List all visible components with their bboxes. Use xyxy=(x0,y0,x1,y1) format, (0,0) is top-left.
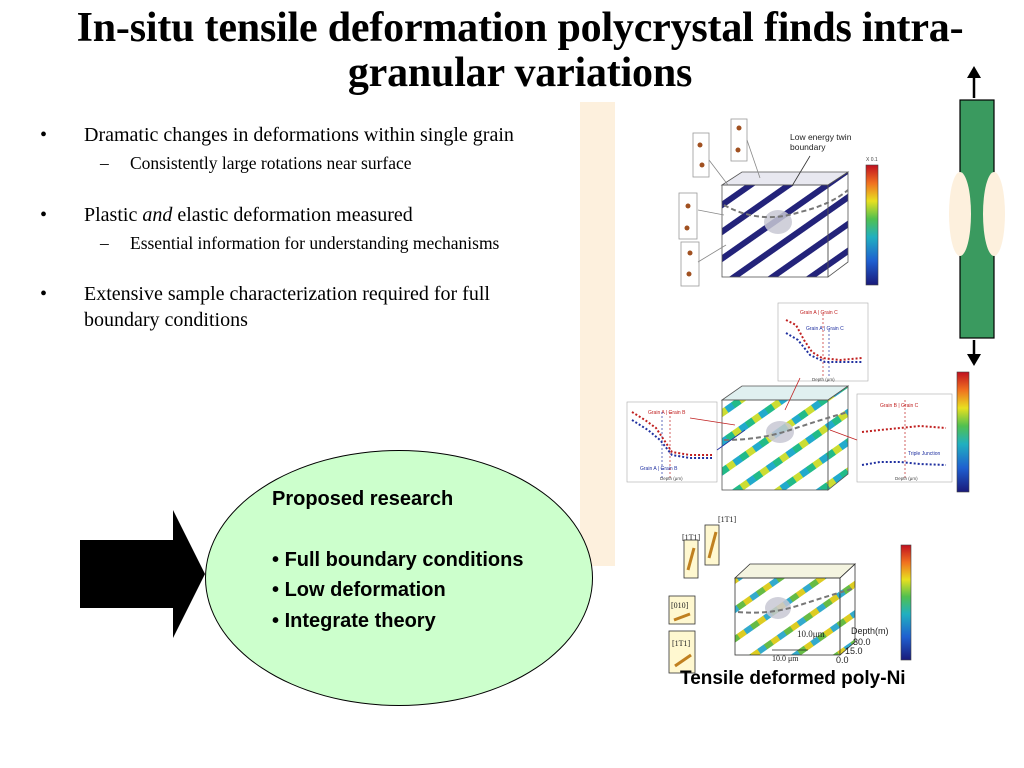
svg-text:Depth (μm): Depth (μm) xyxy=(812,377,835,382)
bullet-text-pre: Plastic xyxy=(84,203,143,226)
slide-title: In-situ tensile deformation polycrystal … xyxy=(76,5,964,97)
spot-inset xyxy=(680,241,700,287)
sub-bullet-item: –Essential information for understanding… xyxy=(100,232,500,253)
tensile-sample-diagram xyxy=(949,66,1005,366)
color-bar xyxy=(956,371,970,493)
pale-vertical-bar xyxy=(580,102,615,566)
svg-text:Depth (μm): Depth (μm) xyxy=(895,476,918,481)
svg-text:[010]: [010] xyxy=(671,601,689,610)
profile-plot-right xyxy=(856,393,953,483)
arrow-up-icon xyxy=(967,66,981,78)
bullet-item: •Extensive sample characterization requi… xyxy=(40,283,490,332)
svg-text:10.0 μm: 10.0 μm xyxy=(772,654,799,663)
bullet-item: •Plastic and elastic deformation measure… xyxy=(40,203,413,226)
profile-plot-left xyxy=(626,401,718,483)
bullet-text: Dramatic changes in deformations within … xyxy=(84,124,514,146)
proposal-item: • Full boundary conditions xyxy=(272,548,524,571)
spot-inset xyxy=(692,132,710,178)
svg-text:Grain A | Grain C: Grain A | Grain C xyxy=(800,310,838,316)
svg-text:[1T1]: [1T1] xyxy=(682,533,701,542)
proposal-ellipse xyxy=(205,450,593,706)
figure-caption: Tensile deformed poly-Ni xyxy=(680,668,906,689)
svg-text:Grain B | Grain C: Grain B | Grain C xyxy=(880,403,919,409)
notch-left xyxy=(949,172,971,256)
svg-text:[1T1]: [1T1] xyxy=(672,639,691,648)
svg-text:Grain A | Grain B: Grain A | Grain B xyxy=(648,410,686,416)
grain-block xyxy=(734,577,841,656)
svg-text:10.0μm: 10.0μm xyxy=(797,629,825,639)
svg-text:Depth(m): Depth(m) xyxy=(851,626,889,636)
bullet-text-post: elastic deformation measured xyxy=(172,203,413,226)
color-bar xyxy=(865,164,879,286)
svg-text:30.0: 30.0 xyxy=(853,637,871,647)
svg-text:0.0: 0.0 xyxy=(836,655,849,665)
spot-inset xyxy=(678,192,698,240)
color-bar xyxy=(900,544,912,661)
bullet-text: Extensive sample characterization requir… xyxy=(84,283,490,332)
scale-label: X 0.1 xyxy=(866,157,878,163)
grain-block xyxy=(721,399,829,491)
bullet-list: •Dramatic changes in deformations within… xyxy=(40,122,560,337)
sub-bullet-text: Consistently large rotations near surfac… xyxy=(130,153,412,173)
right-arrow-icon xyxy=(80,510,205,638)
svg-text:Triple Junction: Triple Junction xyxy=(908,451,941,457)
arrow-down-icon xyxy=(967,354,981,366)
sub-bullet-text: Essential information for understanding … xyxy=(130,232,500,253)
bottom-figure: [1T1] [1T1] [010] [1T1] 10.0μm 10.0 μm D… xyxy=(668,515,912,674)
proposed-research: Proposed research • Full boundary condit… xyxy=(272,484,523,636)
middle-figure: Grain A | Grain C Grain A | Grain C Dept… xyxy=(626,302,970,493)
svg-text:Grain A | Grain C: Grain A | Grain C xyxy=(806,326,844,332)
notch-right xyxy=(983,172,1005,256)
bullet-item: •Dramatic changes in deformations within… xyxy=(40,124,514,146)
spot-inset xyxy=(730,118,748,162)
svg-text:Depth (μm): Depth (μm) xyxy=(660,476,683,481)
proposal-heading: Proposed research xyxy=(272,488,454,510)
svg-text:Grain A | Grain B: Grain A | Grain B xyxy=(640,466,678,472)
svg-text:15.0: 15.0 xyxy=(845,646,863,656)
sub-bullet-item: –Consistently large rotations near surfa… xyxy=(100,153,412,173)
svg-text:[1T1]: [1T1] xyxy=(718,515,737,524)
proposal-item: • Low deformation xyxy=(272,579,446,601)
proposal-item: • Integrate theory xyxy=(272,609,436,632)
bullet-text-emphasis: and xyxy=(142,203,173,226)
